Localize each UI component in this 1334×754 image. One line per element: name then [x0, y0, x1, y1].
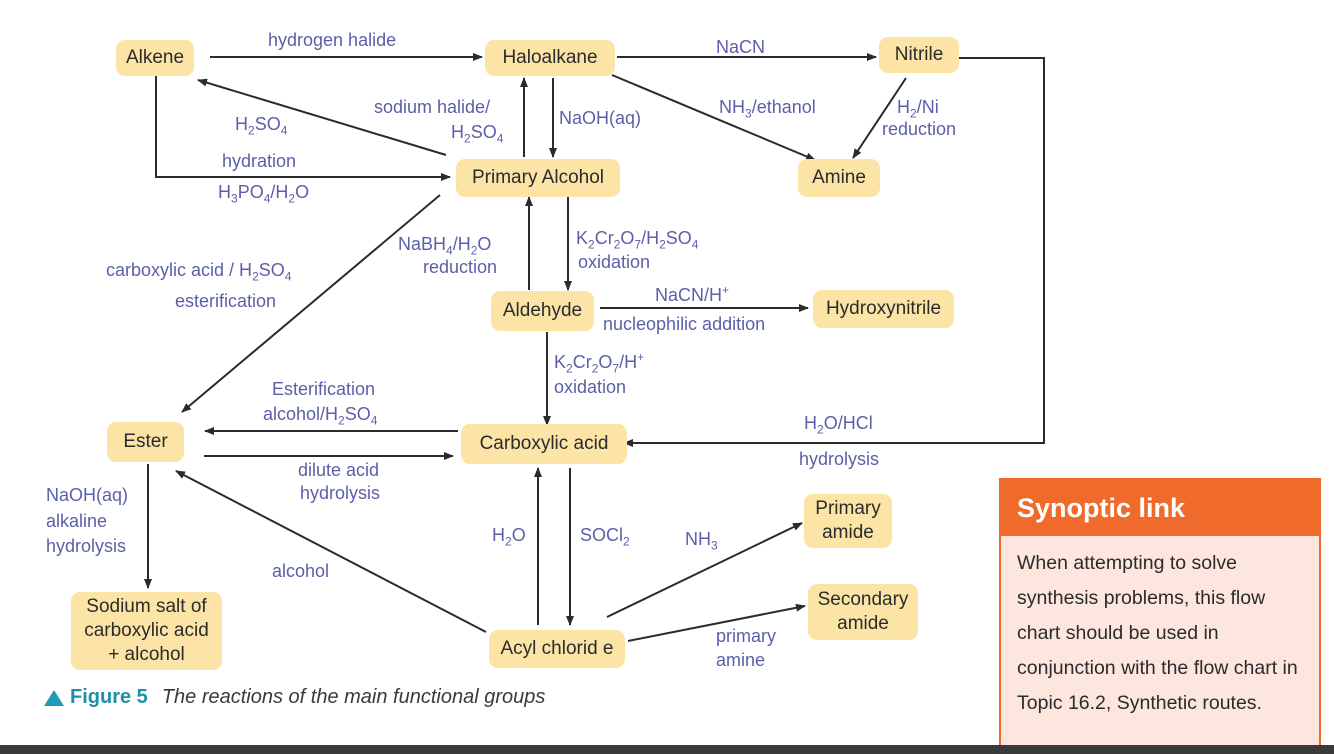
- label-nacn: NaCN: [716, 37, 766, 57]
- synoptic-link-title: Synoptic link: [1001, 480, 1319, 536]
- label-socl2: SOCl2: [580, 525, 630, 549]
- label-hydrogen-halide: hydrogen halide: [268, 30, 397, 50]
- label-nh3: NH3: [685, 529, 718, 553]
- label-dilute-acid: dilute acid: [298, 460, 380, 480]
- arrow-nitrile-to-carboxylic: [623, 57, 1045, 447]
- label-naoh-ester: NaOH(aq): [46, 485, 129, 505]
- node-sodium-salt: Sodium salt of carboxylic acid + alcohol: [71, 592, 222, 670]
- arrow-alkene-hydration: [155, 76, 451, 181]
- caption-text: The reactions of the main functional gro…: [161, 686, 546, 708]
- label-h2o-hcl: H2O/HCl: [804, 413, 873, 437]
- label-k2cr2o7-h: K2Cr2O7/H+: [554, 350, 645, 376]
- label-h2o: H2O: [492, 525, 526, 549]
- label-primary-amine-1: primary: [716, 626, 777, 646]
- node-hydroxynitrile: Hydroxynitrile: [813, 290, 954, 328]
- label-reduction-aldehyde: reduction: [423, 257, 498, 277]
- label-primary-amine-2: amine: [716, 650, 766, 670]
- caption-figure-number: Figure 5: [70, 686, 148, 708]
- label-nh3-ethanol: NH3/ethanol: [719, 97, 816, 121]
- label-h3po4-h2o: H3PO4/H2O: [218, 182, 310, 206]
- label-esterification-lower: esterification: [175, 291, 277, 311]
- arrow-acyl-to-secondary-amide: [627, 603, 806, 642]
- node-carboxylic-acid: Carboxylic acid: [461, 424, 627, 464]
- label-hydrolysis-nitrile: hydrolysis: [799, 449, 880, 469]
- label-reduction-nitrile: reduction: [882, 119, 957, 139]
- label-hydrolysis-acid: hydrolysis: [300, 483, 381, 503]
- label-oxidation-2: oxidation: [554, 377, 627, 397]
- label-naoh-aq: NaOH(aq): [559, 108, 642, 128]
- label-esterification-upper: Esterification: [272, 379, 376, 399]
- label-alkaline: alkaline: [46, 511, 108, 531]
- label-oxidation-1: oxidation: [578, 252, 651, 272]
- node-primary-amide: Primary amide: [804, 494, 892, 548]
- node-alkene: Alkene: [116, 40, 194, 76]
- label-hydrolysis-ester: hydrolysis: [46, 536, 127, 556]
- arrow-acyl-to-ester: [175, 470, 487, 633]
- label-nacn-h: NaCN/H+: [655, 283, 730, 305]
- node-amine: Amine: [798, 159, 880, 197]
- node-nitrile: Nitrile: [879, 37, 959, 73]
- arrow-acyl-to-primary-amide: [606, 522, 803, 618]
- label-h2so4-alkene: H2SO4: [235, 114, 288, 138]
- label-nucleophilic-addition: nucleophilic addition: [603, 314, 766, 334]
- node-haloalkane: Haloalkane: [485, 40, 615, 76]
- bottom-bar: [0, 745, 1334, 754]
- caption-triangle-icon: [44, 689, 64, 706]
- label-h2-ni: H2/Ni: [897, 97, 939, 121]
- label-k2cr2o7-h2so4: K2Cr2O7/H2SO4: [576, 228, 699, 252]
- synoptic-link-body: When attempting to solve synthesis probl…: [1017, 552, 1298, 714]
- node-aldehyde: Aldehyde: [491, 291, 594, 331]
- figure-caption: Figure 5 The reactions of the main funct…: [44, 686, 545, 709]
- arrow-alcohol-to-alkene: [197, 78, 447, 156]
- label-hydration: hydration: [222, 151, 297, 171]
- node-secondary-amide: Secondary amide: [808, 584, 918, 640]
- label-nabh4-h2o: NaBH4/H2O: [398, 234, 492, 258]
- label-alcohol: alcohol: [272, 561, 330, 581]
- synoptic-link-box: Synoptic link When attempting to solve s…: [999, 478, 1321, 754]
- node-acyl-chloride: Acyl chlorid e: [489, 630, 625, 668]
- label-h2so4-halide: H2SO4: [451, 122, 504, 146]
- node-ester: Ester: [107, 422, 184, 462]
- label-carboxylic-h2so4: carboxylic acid / H2SO4: [106, 260, 292, 284]
- arrow-nitrile-to-amine: [852, 77, 907, 159]
- label-sodium-halide: sodium halide/: [374, 97, 491, 117]
- arrow-haloalkane-to-amine: [611, 74, 816, 161]
- label-alcohol-h2so4: alcohol/H2SO4: [263, 404, 378, 428]
- node-primary-alcohol: Primary Alcohol: [456, 159, 620, 197]
- arrow-alcohol-to-ester: [181, 194, 441, 413]
